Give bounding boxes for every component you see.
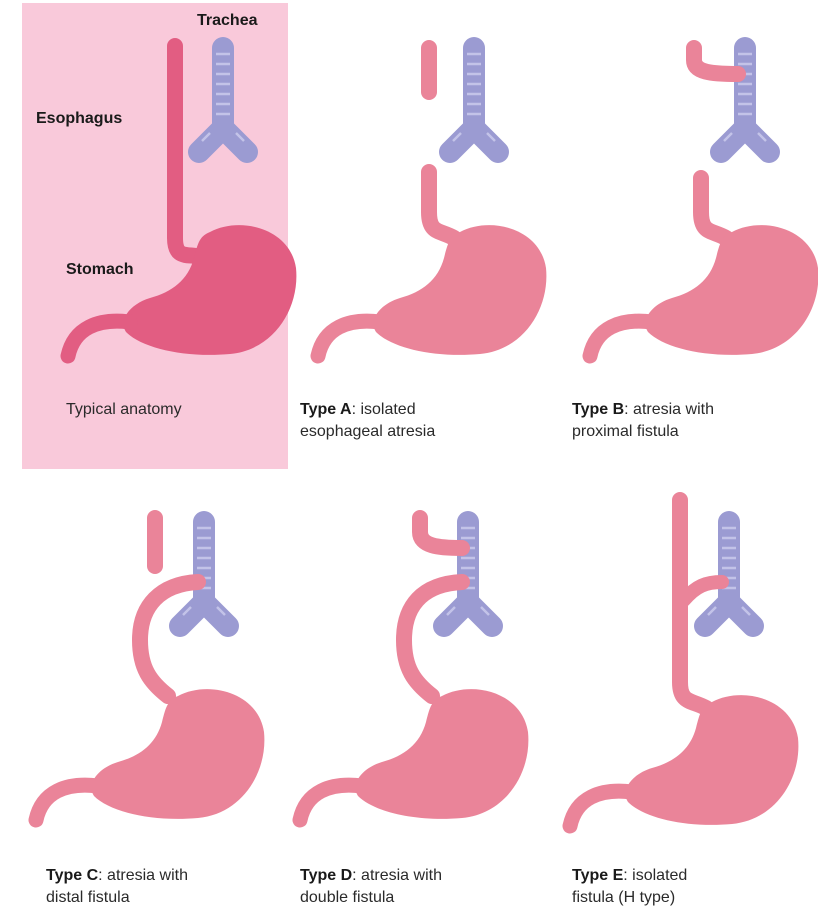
duodenum-type-d	[300, 785, 362, 820]
type-d-label: Type D	[300, 867, 352, 884]
caption-type-a: Type A: isolated esophageal atresia	[300, 399, 435, 443]
caption-typical-anatomy: Typical anatomy	[66, 399, 182, 421]
upper-pouch-with-fistula-type-d	[420, 518, 462, 548]
upper-pouch-with-fistula-type-b	[694, 48, 738, 74]
type-e-line2: fistula (H type)	[572, 889, 675, 906]
stomach-type-a	[373, 225, 546, 355]
distal-fistula-type-c	[140, 582, 198, 696]
stomach-type-b	[645, 225, 818, 355]
type-e-line1: : isolated	[623, 867, 687, 884]
type-c-label: Type C	[46, 867, 98, 884]
caption-type-b: Type B: atresia with proximal fistula	[572, 399, 714, 443]
type-e-illustration	[570, 500, 798, 826]
type-a-label: Type A	[300, 401, 352, 418]
distal-fistula-type-d	[404, 582, 462, 696]
duodenum-type-e	[570, 791, 632, 826]
stomach-type-e	[625, 695, 798, 825]
type-c-line1: : atresia with	[98, 867, 188, 884]
stomach-label: Stomach	[66, 261, 134, 279]
type-b-label: Type B	[572, 401, 624, 418]
stomach-type-d	[355, 689, 528, 819]
type-b-line2: proximal fistula	[572, 423, 679, 440]
trachea-type-c	[180, 522, 228, 626]
trachea-type-d	[444, 522, 492, 626]
trachea-type-b	[721, 48, 769, 152]
duodenum-type-a	[318, 321, 380, 356]
type-e-label: Type E	[572, 867, 623, 884]
trachea-type-a	[450, 48, 498, 152]
duodenum-type-c	[36, 785, 98, 820]
trachea-typical	[199, 48, 247, 152]
trachea-label: Trachea	[197, 12, 257, 30]
type-c-line2: distal fistula	[46, 889, 130, 906]
lower-esophagus-type-a	[429, 172, 454, 238]
type-d-line2: double fistula	[300, 889, 394, 906]
duodenum-type-b	[590, 321, 652, 356]
caption-type-c: Type C: atresia with distal fistula	[46, 865, 188, 909]
type-d-line1: : atresia with	[352, 867, 442, 884]
caption-type-e: Type E: isolated fistula (H type)	[572, 865, 687, 909]
caption-type-d: Type D: atresia with double fistula	[300, 865, 442, 909]
esophagus-label: Esophagus	[36, 110, 122, 128]
type-a-line2: esophageal atresia	[300, 423, 435, 440]
type-b-line1: : atresia with	[624, 401, 714, 418]
caption-typical-text: Typical anatomy	[66, 401, 182, 418]
type-d-illustration	[300, 518, 528, 820]
typical-anatomy-illustration	[68, 46, 296, 356]
trachea-type-e	[705, 522, 753, 626]
duodenum-typical	[68, 321, 130, 356]
h-type-fistula-type-e	[684, 582, 722, 600]
type-c-illustration	[36, 518, 264, 820]
type-a-illustration	[318, 48, 546, 356]
stomach-typical	[123, 225, 296, 355]
type-a-line1: : isolated	[352, 401, 416, 418]
lower-esophagus-type-b	[701, 178, 726, 238]
type-b-illustration	[590, 48, 818, 356]
stomach-type-c	[91, 689, 264, 819]
